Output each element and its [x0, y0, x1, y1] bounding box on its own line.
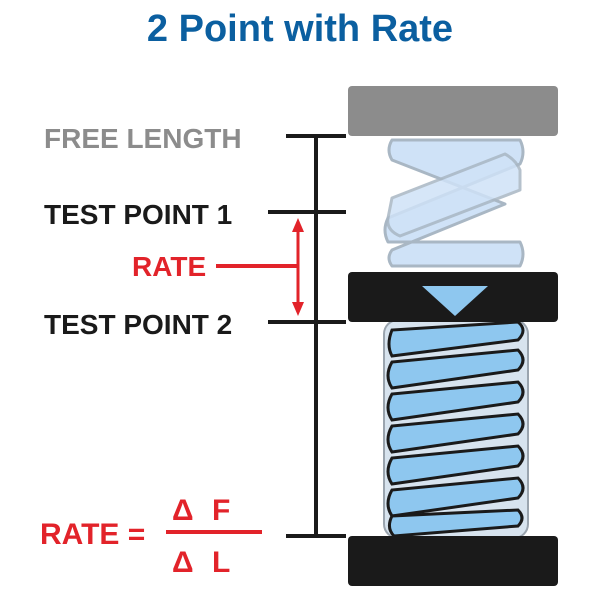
formula-numerator: F	[212, 494, 230, 527]
measurement-scale	[268, 134, 346, 538]
compressed-spring	[383, 319, 529, 539]
down-arrow-icon	[422, 286, 488, 316]
test-point-2-label: TEST POINT 2	[44, 309, 232, 340]
delta-icon: Δ	[172, 494, 194, 527]
bottom-plate	[348, 536, 558, 586]
top-plate	[348, 86, 558, 136]
free-length-label: FREE LENGTH	[44, 123, 242, 154]
formula-denominator: L	[212, 546, 230, 579]
delta-icon: Δ	[172, 546, 194, 579]
formula-lhs: RATE =	[40, 518, 145, 551]
rate-formula: RATE = Δ F Δ L	[40, 494, 262, 579]
free-spring-section	[383, 138, 525, 268]
test-point-1-label: TEST POINT 1	[44, 199, 232, 230]
rate-label: RATE	[132, 251, 206, 282]
rate-indicator	[216, 218, 304, 316]
diagram-title: 2 Point with Rate	[146, 8, 454, 50]
